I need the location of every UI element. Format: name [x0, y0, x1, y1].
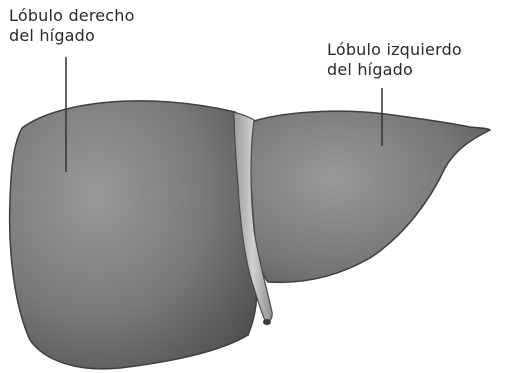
- left-lobe-label-line2: del hígado: [327, 60, 462, 80]
- right-lobe-label: Lóbulo derecho del hígado: [9, 6, 135, 46]
- right-lobe-shape: [10, 101, 257, 369]
- right-lobe-label-line2: del hígado: [9, 26, 135, 46]
- ligament-tip: [263, 319, 271, 325]
- right-lobe-label-line1: Lóbulo derecho: [9, 6, 135, 26]
- left-lobe-label: Lóbulo izquierdo del hígado: [327, 40, 462, 80]
- left-lobe-label-line1: Lóbulo izquierdo: [327, 40, 462, 60]
- left-lobe-shape: [249, 111, 490, 282]
